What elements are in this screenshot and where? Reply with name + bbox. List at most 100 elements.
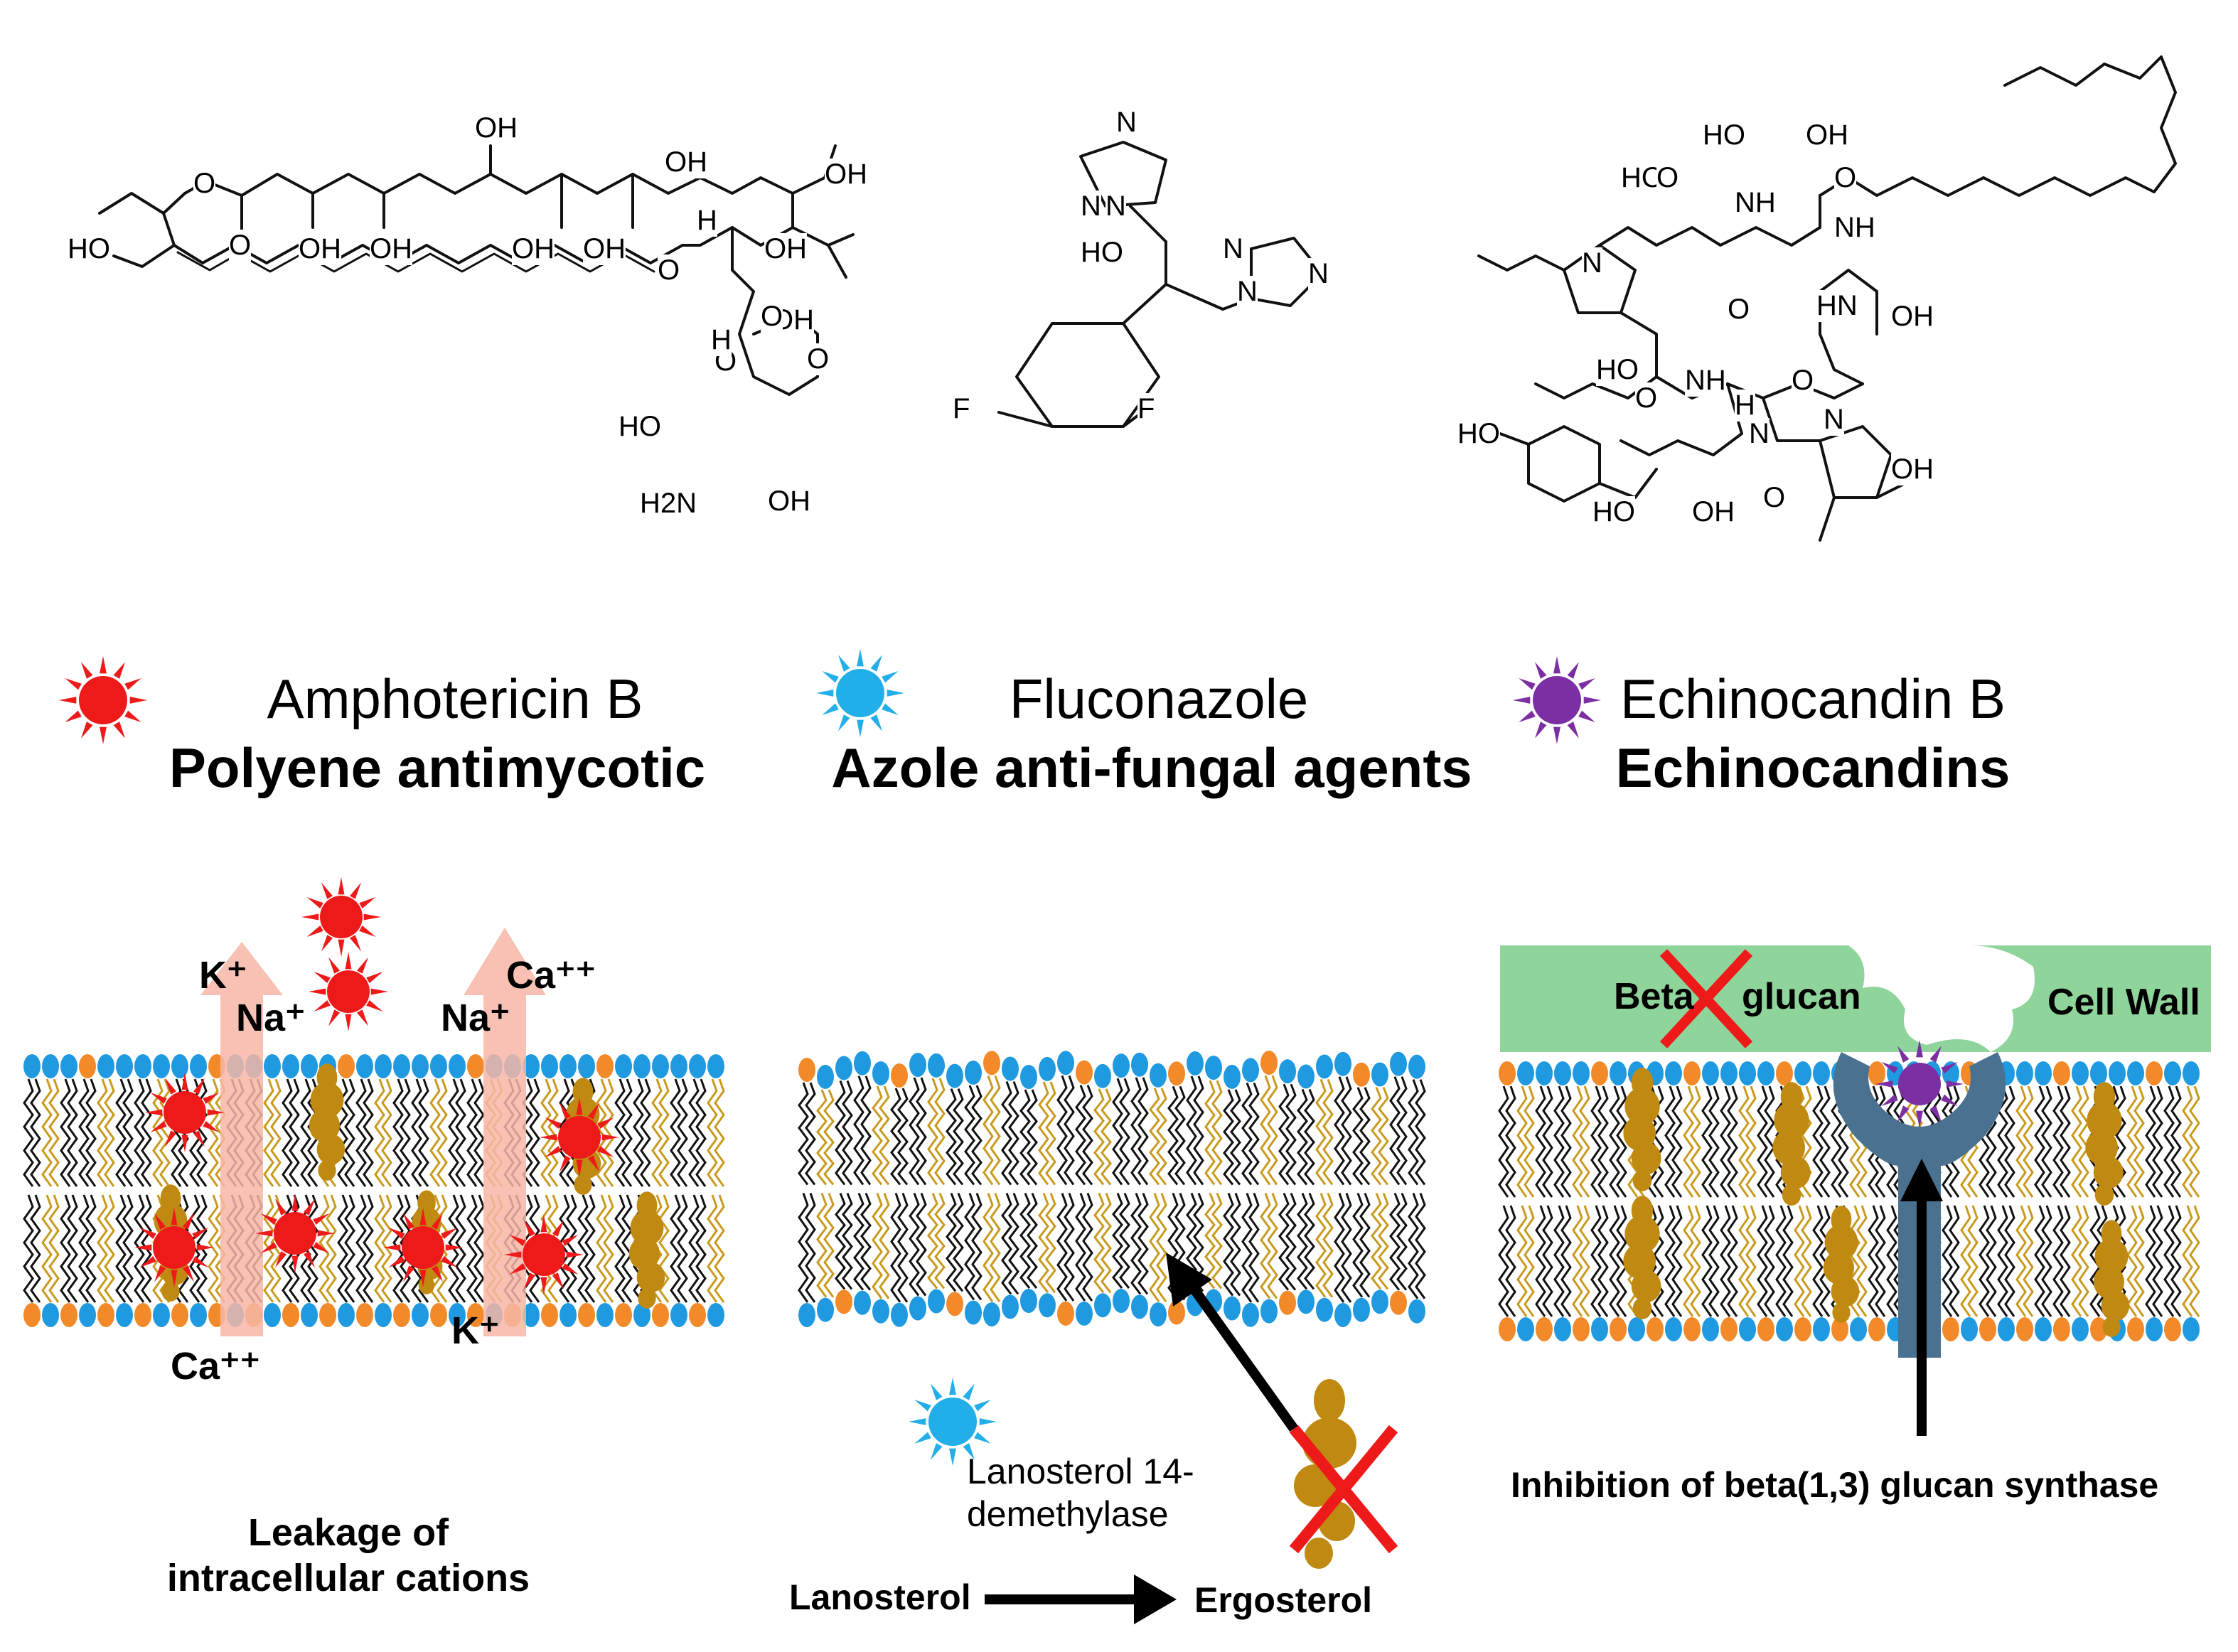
amphotericin-atom-label: OH bbox=[825, 159, 867, 191]
ergosterol-label: Ergosterol bbox=[1194, 1580, 1373, 1620]
echinocandin-atom-label: H bbox=[1735, 390, 1755, 422]
red-star-icon bbox=[504, 1215, 584, 1294]
echinocandin-atom-label: O bbox=[1834, 162, 1857, 194]
fluconazole-atom-label: F bbox=[1137, 393, 1155, 425]
echinocandin-atom-label: N bbox=[1824, 404, 1844, 436]
amphotericin-atom-label: H bbox=[711, 324, 732, 356]
panel-echinocandin-membrane bbox=[1498, 1061, 2200, 1341]
amphotericin-atom-label: OH bbox=[665, 146, 707, 178]
echinocandin-atom-label: NH bbox=[1735, 187, 1776, 219]
fluconazole-atom-label: N bbox=[1223, 233, 1243, 265]
echinocandin-atom-label: HO bbox=[1592, 496, 1635, 528]
red-star-icon bbox=[383, 1208, 463, 1287]
ion-na-top-right: Na⁺ bbox=[441, 997, 510, 1039]
fluconazole-atom-label: N bbox=[1081, 191, 1101, 222]
amphotericin-atom-label: HO bbox=[68, 233, 110, 265]
enzyme-label: Lanosterol 14- demethylase bbox=[967, 1450, 1194, 1535]
ion-ca-bottom: Ca⁺⁺ bbox=[171, 1345, 261, 1388]
amphotericin-atom-label: OH bbox=[583, 233, 626, 265]
caption-leakage: Leakage of intracellular cations bbox=[128, 1511, 569, 1601]
amphotericin-atom-label: OH bbox=[768, 486, 810, 517]
echinocandin-atom-label: O bbox=[1728, 294, 1750, 326]
echinocandin-atom-label: N bbox=[1582, 247, 1602, 279]
ion-k-top: K⁺ bbox=[199, 954, 247, 997]
amphotericin-atom-label: OH bbox=[370, 233, 412, 265]
cell-wall-gap bbox=[1848, 945, 2035, 1052]
fluconazole-atom-label: N bbox=[1116, 107, 1137, 139]
red-star-icon bbox=[301, 877, 381, 957]
amphotericin-atom-label: O bbox=[761, 301, 783, 333]
cell-wall-label: Cell Wall bbox=[2047, 982, 2200, 1023]
ion-na-top-left: Na⁺ bbox=[236, 997, 306, 1039]
echinocandin-atom-label: OH bbox=[1891, 301, 1934, 333]
drug-name-fluconazole: Fluconazole bbox=[1009, 667, 1309, 730]
red-star-icon bbox=[134, 1208, 214, 1287]
enzyme-label-line2: demethylase bbox=[967, 1494, 1169, 1534]
echinocandin-atom-label: NH bbox=[1685, 365, 1726, 397]
caption-inhibition: Inhibition of beta(1,3) glucan synthase bbox=[1511, 1465, 2159, 1505]
amphotericin-atom-label: OH bbox=[764, 233, 807, 265]
amphotericin-atom-label: H2N bbox=[640, 488, 697, 520]
red-star-icon bbox=[309, 952, 388, 1031]
echinocandin-atom-label: NH bbox=[1834, 212, 1875, 244]
echinocandin-atom-label: N bbox=[1749, 418, 1769, 450]
cross-icon bbox=[1289, 1425, 1398, 1554]
inhibition-arrow bbox=[1900, 1159, 1943, 1436]
ion-ca-top: Ca⁺⁺ bbox=[506, 954, 596, 997]
amphotericin-atom-label: O bbox=[229, 230, 252, 262]
echinocandin-atom-label: HO bbox=[1596, 354, 1639, 386]
fluconazole-atom-label: F bbox=[953, 393, 970, 425]
echinocandin-atom-label: HN bbox=[1816, 290, 1858, 322]
glucan-label: glucan bbox=[1742, 976, 1861, 1017]
echinocandin-atom-label: HO bbox=[1703, 119, 1745, 151]
ion-channel-arrow-right bbox=[464, 928, 546, 1336]
caption-leakage-line1: Leakage of bbox=[247, 1511, 449, 1554]
amphotericin-atom-label: O bbox=[807, 343, 830, 375]
echinocandin-atom-label: O bbox=[1792, 365, 1814, 397]
echinocandin-atom-label: OH bbox=[1806, 119, 1848, 151]
red-star-icon bbox=[145, 1073, 225, 1152]
drug-name-echinocandin: Echinocandin B bbox=[1619, 667, 2006, 730]
amphotericin-atom-label: OH bbox=[299, 233, 341, 265]
amphotericin-atom-label: OH bbox=[475, 112, 518, 144]
panel-amphotericin-membrane bbox=[23, 1054, 725, 1327]
red-star-icon bbox=[255, 1194, 335, 1273]
ergosterol-arrow bbox=[1166, 1253, 1298, 1432]
echinocandin-atom-label: OH bbox=[1692, 496, 1735, 528]
fluconazole-atom-label: N bbox=[1105, 191, 1126, 222]
conversion-arrow bbox=[985, 1575, 1177, 1624]
fluconazole-atom-label: N bbox=[1237, 276, 1258, 308]
caption-leakage-line2: intracellular cations bbox=[166, 1556, 530, 1599]
amphotericin-atom-label: O bbox=[658, 254, 680, 286]
lanosterol-label: Lanosterol bbox=[789, 1577, 971, 1617]
purple-star-icon bbox=[1875, 1040, 1964, 1128]
fluconazole-atom-label: HO bbox=[1081, 237, 1123, 269]
ion-k-bottom: K⁺ bbox=[451, 1309, 500, 1352]
echinocandin-atom-label: O bbox=[1635, 382, 1658, 414]
beta-label: Beta bbox=[1614, 976, 1694, 1017]
blue-star-icon bbox=[909, 1378, 997, 1466]
red-star-icon bbox=[540, 1098, 619, 1177]
cell-wall bbox=[1500, 945, 2211, 1052]
amphotericin-atom-label: O bbox=[193, 168, 216, 200]
drug-class-azole: Azole anti-fungal agents bbox=[831, 736, 1472, 799]
echinocandin-atom-label: O bbox=[1763, 482, 1786, 514]
echinocandin-atom-label: OH bbox=[1891, 454, 1934, 486]
amphotericin-structure bbox=[98, 144, 855, 396]
drug-class-polyene: Polyene antimycotic bbox=[168, 736, 706, 799]
red-star-icon bbox=[59, 656, 147, 744]
amphotericin-molecules bbox=[134, 877, 619, 1294]
fluconazole-atom-label: N bbox=[1308, 258, 1329, 290]
panel-fluconazole-membrane bbox=[798, 1051, 1426, 1327]
purple-star-icon bbox=[1513, 656, 1601, 744]
echinocandin-atom-label: O bbox=[1656, 162, 1679, 194]
blue-star-icon bbox=[816, 649, 904, 737]
amphotericin-atom-label: OH bbox=[512, 233, 555, 265]
enzyme-label-line1: Lanosterol 14- bbox=[967, 1452, 1194, 1491]
amphotericin-atom-label: HO bbox=[619, 411, 661, 443]
amphotericin-atom-label: H bbox=[697, 205, 717, 237]
